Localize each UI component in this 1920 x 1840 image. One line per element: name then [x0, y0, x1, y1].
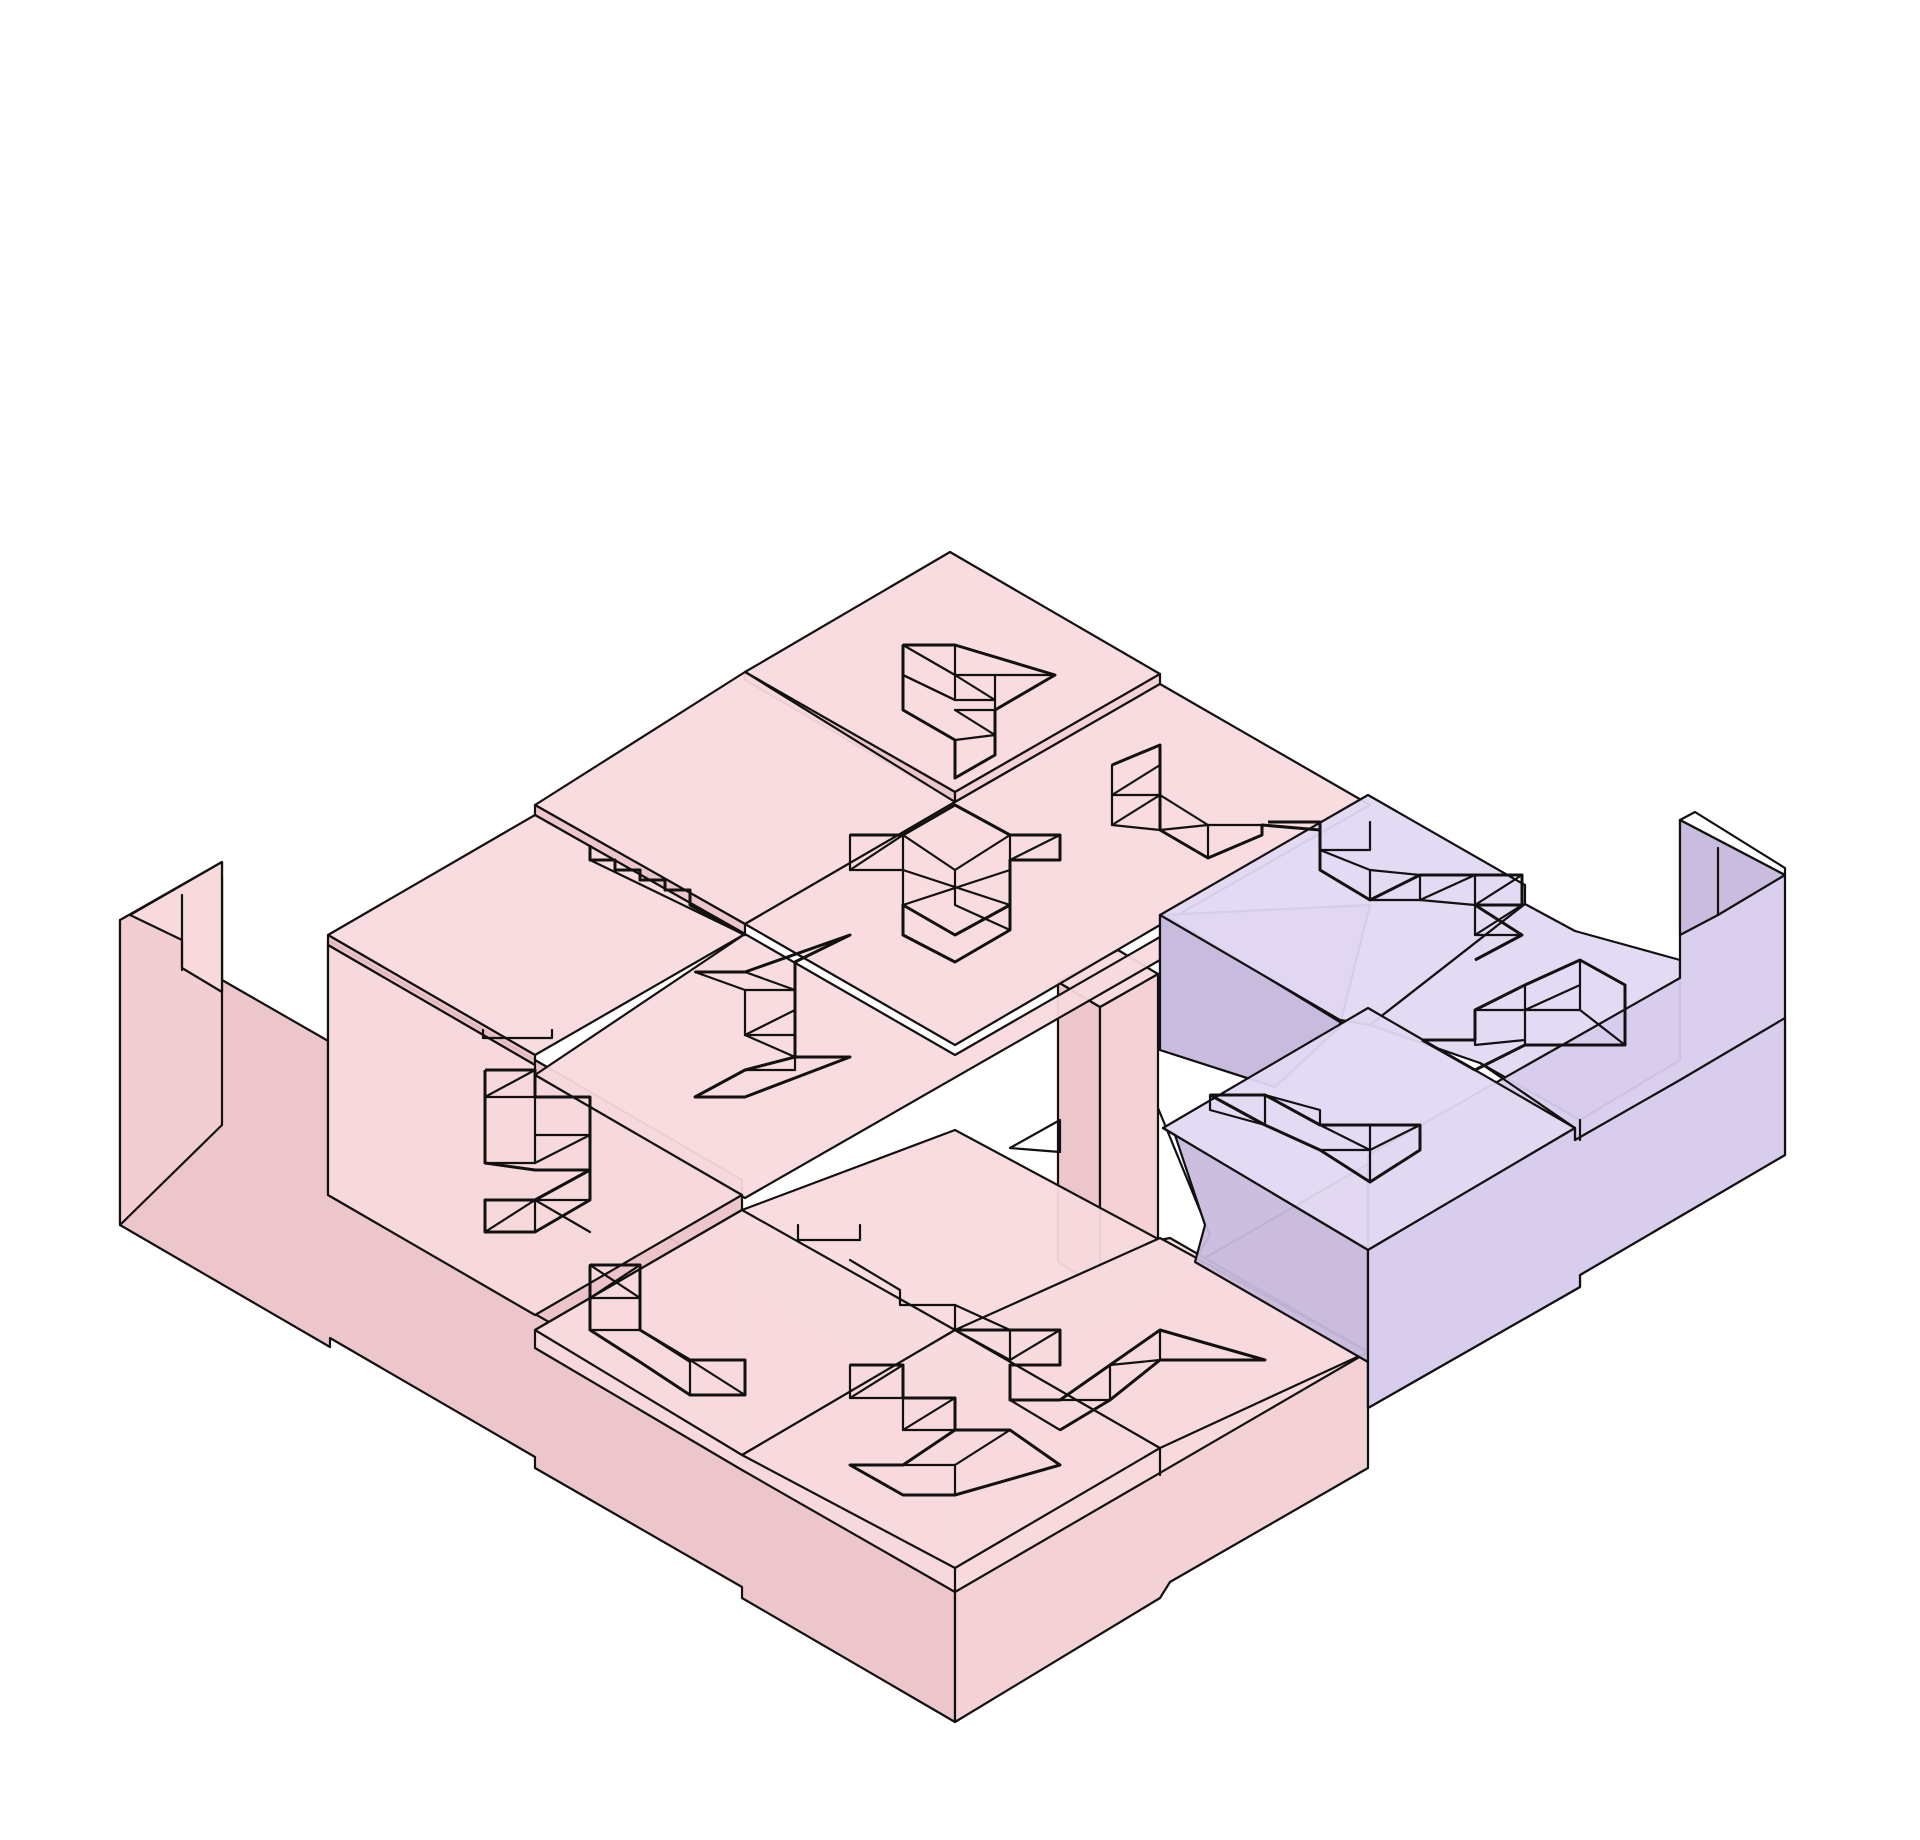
stair-lower-right-zig [953, 1328, 1267, 1432]
stair-left-upper [481, 845, 747, 1040]
stair-top-rear [901, 643, 1057, 780]
stair-upper-right [1110, 743, 1321, 860]
stair-center-diamond [848, 803, 1062, 964]
lav-upstand-top-edge [1678, 810, 1787, 877]
stair-mid-zig [693, 933, 852, 1099]
lav-step-edge [1478, 1061, 1577, 1142]
pink-left-upstand-inner [128, 860, 224, 994]
stair-left-s [483, 1068, 592, 1234]
stair-lav-upper [1268, 820, 1524, 962]
stair-lower-center [588, 1223, 1012, 1397]
stair-front-zig [848, 1363, 1062, 1497]
stair-lav-lower [1208, 1093, 1422, 1184]
void-edge [1008, 1118, 1062, 1154]
stair-lav-right [1421, 958, 1627, 1072]
stair-motifs [481, 643, 1627, 1497]
